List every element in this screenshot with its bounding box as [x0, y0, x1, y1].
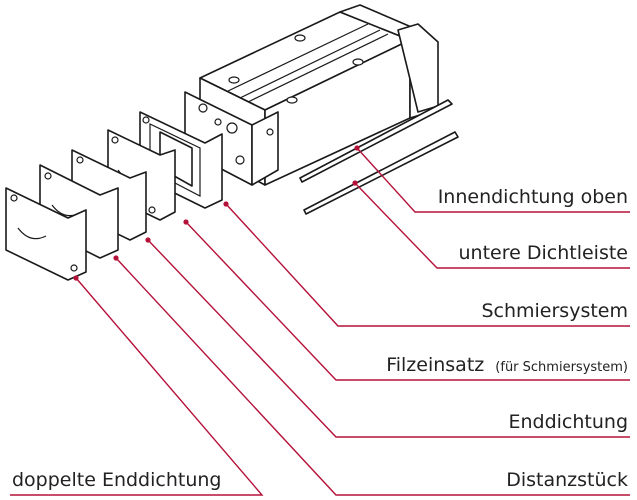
leader-filzeinsatz [185, 221, 630, 381]
leader-doppelte [10, 277, 264, 496]
leader-distanzstueck [115, 257, 630, 496]
label-filzeinsatz-main: Filzeinsatz [386, 354, 484, 376]
label-filzeinsatz: Filzeinsatz (für Schmiersystem) [386, 354, 628, 376]
label-filzeinsatz-note: (für Schmiersystem) [495, 360, 628, 375]
label-schmiersystem: Schmiersystem [481, 300, 628, 322]
leader-dots [73, 145, 360, 281]
label-distanzstueck: Distanzstück [506, 469, 628, 491]
leader-enddichtung [147, 239, 630, 438]
leader-dichtleiste [354, 182, 630, 269]
seal-strips [299, 99, 459, 215]
label-enddichtung: Enddichtung [508, 411, 628, 433]
double-end-seal [5, 164, 119, 281]
label-doppelte: doppelte Enddichtung [12, 469, 221, 491]
label-dichtleiste: untere Dichtleiste [459, 242, 628, 264]
leader-innendichtung [356, 147, 630, 213]
leader-schmiersystem [225, 203, 630, 327]
label-innendichtung: Innendichtung oben [438, 186, 628, 208]
leader-lines [10, 147, 630, 496]
